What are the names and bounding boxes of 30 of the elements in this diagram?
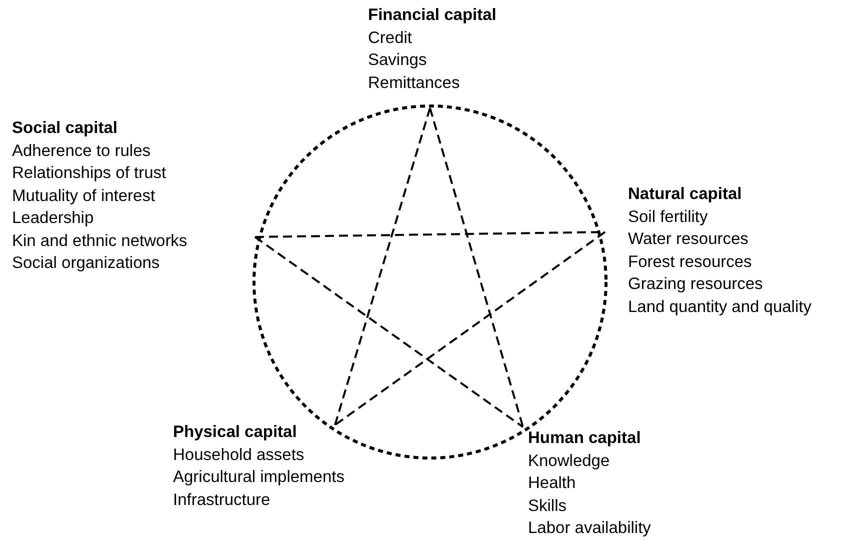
- capital-items: Credit: [368, 28, 414, 48]
- capital-heading: Financial capital: [368, 5, 498, 26]
- capital-heading: Natural capital: [628, 184, 743, 205]
- capital-items: Household assets: [173, 444, 306, 466]
- capital-heading: Social capital: [12, 118, 118, 139]
- dashed-line: [334, 231, 606, 426]
- capital-items: Savings: [368, 50, 428, 71]
- capital-items: Land quantity and quality: [628, 296, 812, 318]
- capital-items: Adherence to rules: [12, 140, 152, 162]
- capital-items: Forest resources: [628, 252, 753, 272]
- dashed-line: [334, 108, 431, 426]
- capital-items: Soil fertility: [628, 206, 709, 228]
- capital-heading: Human capital: [528, 428, 642, 449]
- capital-items: Labor availability: [528, 518, 652, 539]
- capital-items: Knowledge: [528, 450, 611, 472]
- capital-items: Social organizations: [12, 253, 161, 274]
- capital-items: Remittances: [368, 72, 461, 94]
- capital-items: Water resources: [628, 229, 750, 250]
- capital-items: Leadership: [12, 208, 95, 229]
- capital-items: Infrastructure: [173, 490, 272, 510]
- capital-items: Kin and ethnic networks: [12, 230, 188, 252]
- capital-items: Mutuality of interest: [12, 186, 156, 206]
- capital-items: Health: [528, 473, 577, 494]
- capital-items: Grazing resources: [628, 274, 764, 295]
- capital-items: Agricultural implements: [173, 467, 346, 488]
- dashed-line: [254, 236, 524, 428]
- capital-heading: Physical capital: [173, 422, 298, 443]
- capital-items: Relationships of trust: [12, 163, 168, 184]
- capital-items: Skills: [528, 496, 568, 516]
- dashed-line: [429, 108, 524, 428]
